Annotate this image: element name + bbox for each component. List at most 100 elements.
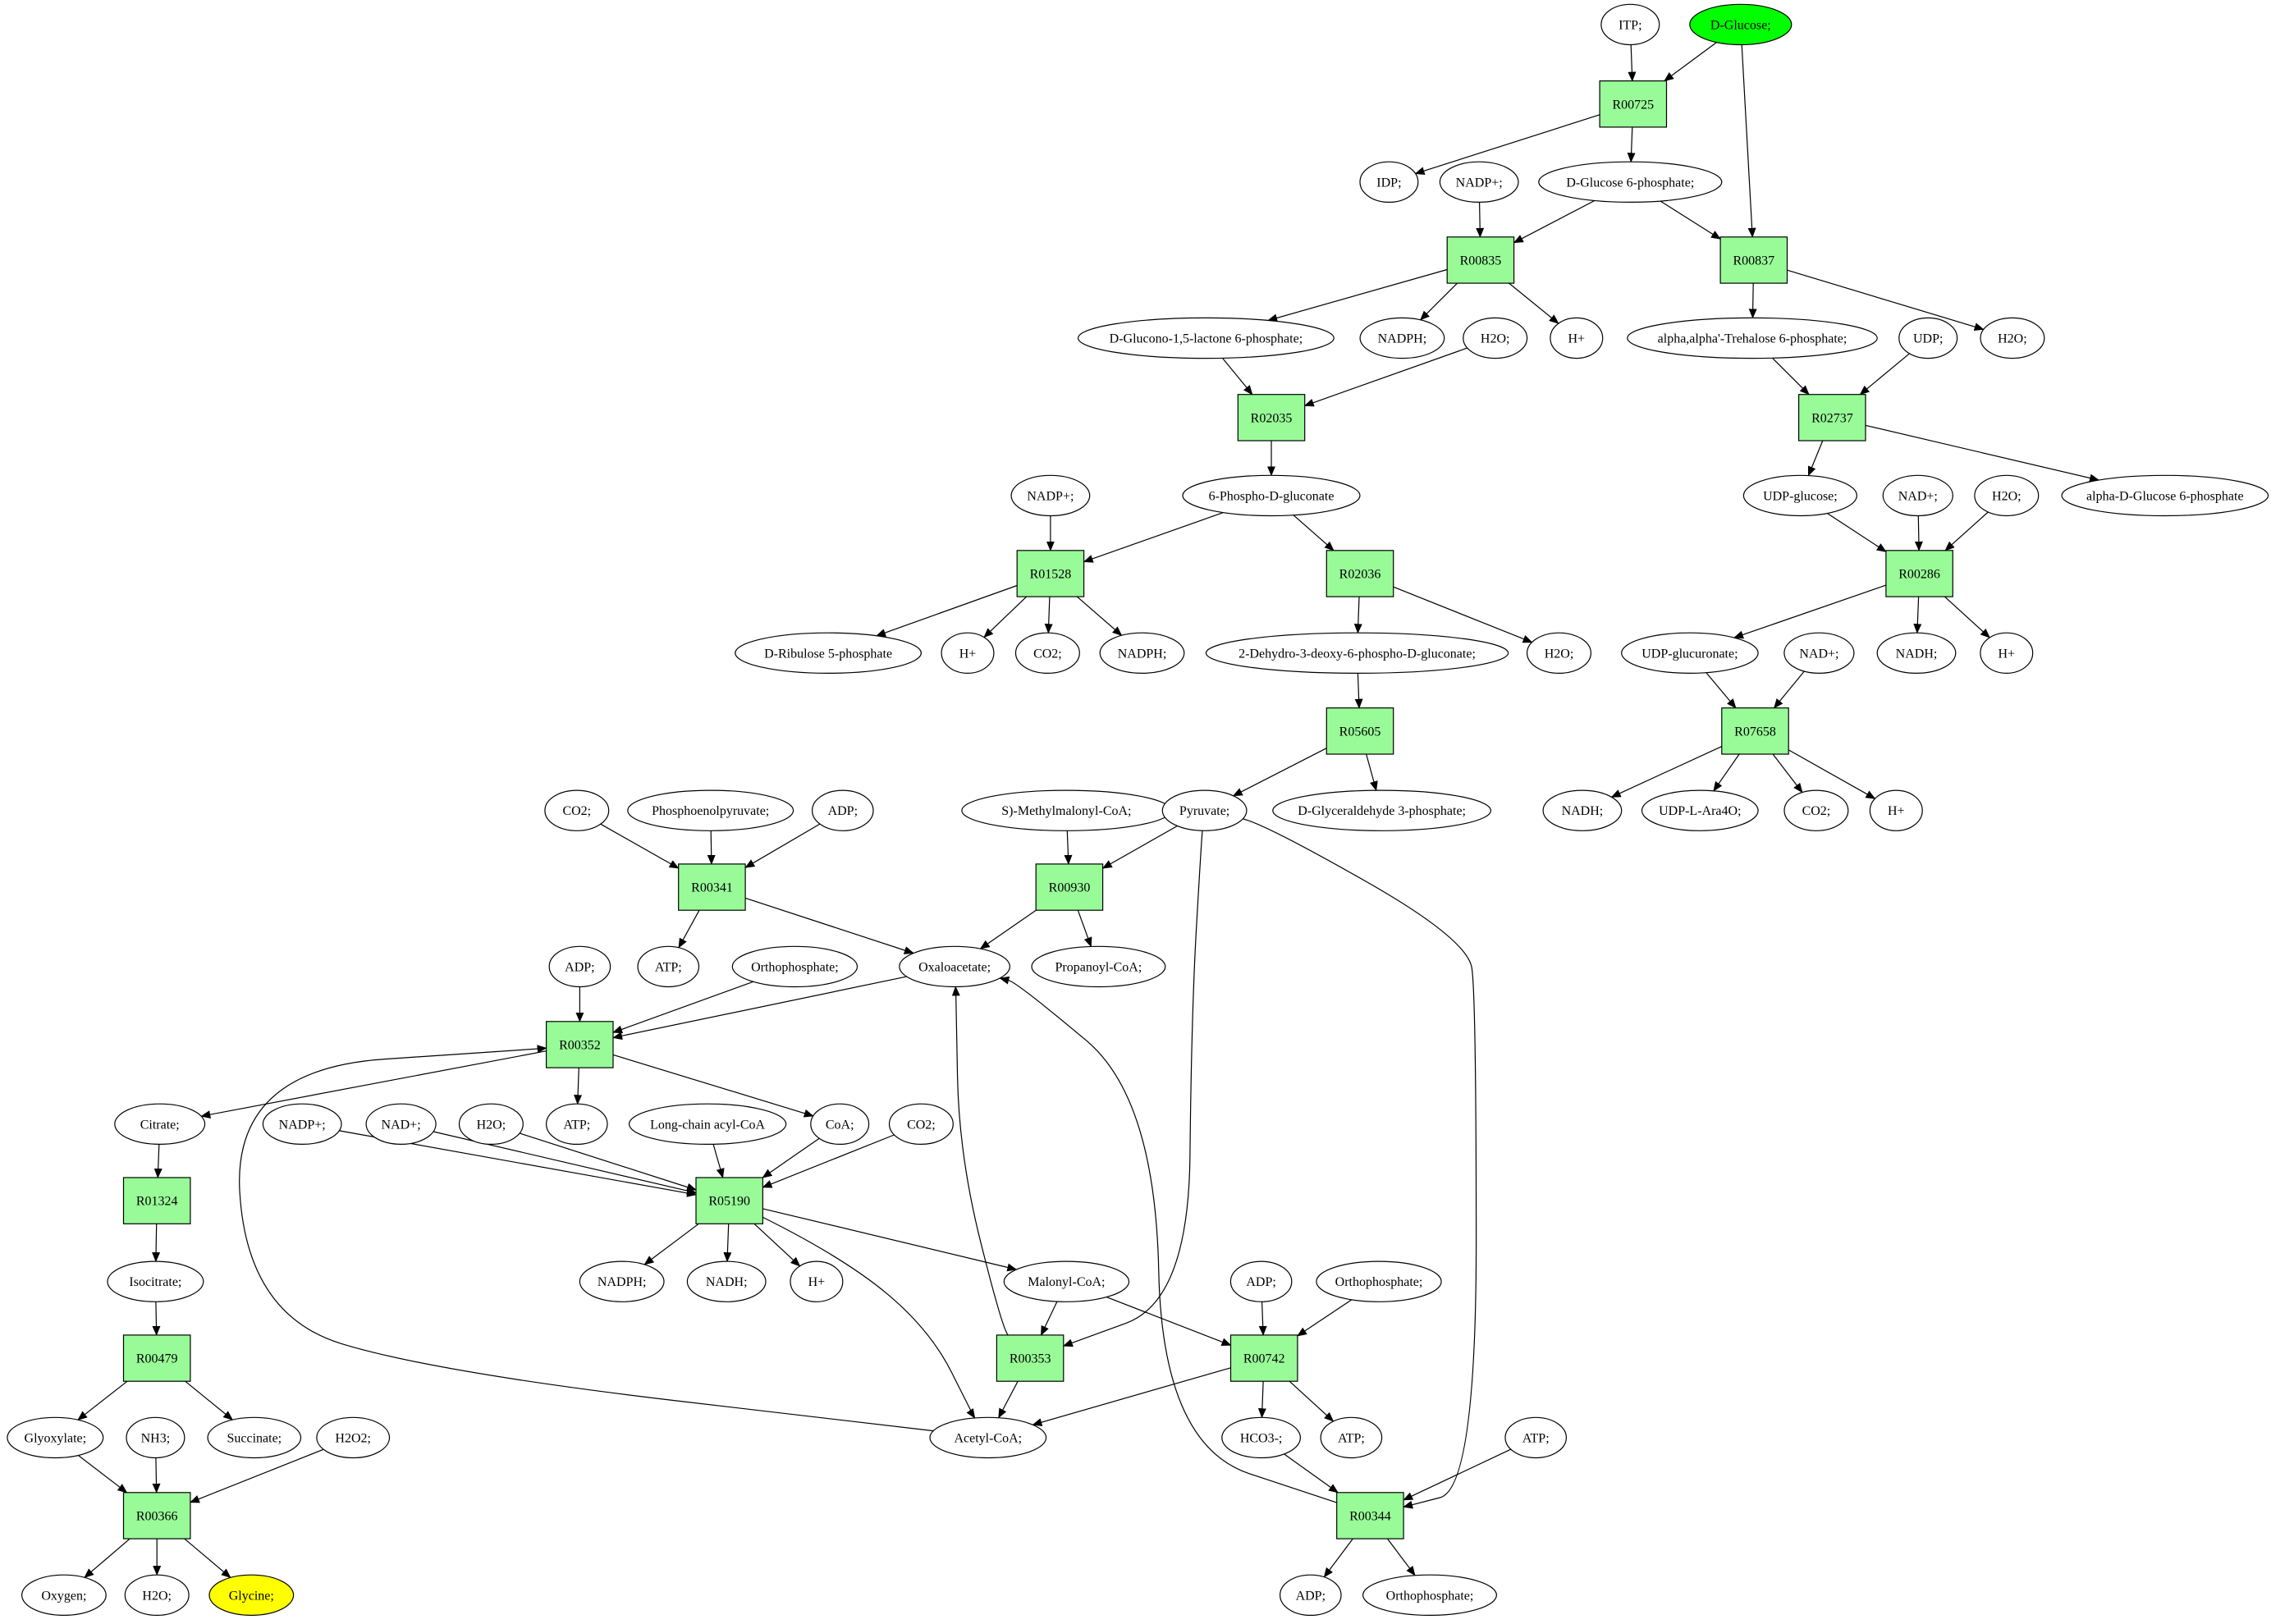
compound-node-c-kdpg[interactable]: 2-Dehydro-3-deoxy-6-phospho-D-gluconate; <box>1205 632 1509 675</box>
compound-node-c-h-d[interactable]: H+ <box>1869 789 1923 831</box>
compound-ellipse[interactable] <box>1221 1416 1301 1459</box>
compound-ellipse[interactable] <box>1689 3 1793 46</box>
compound-node-c-atp-a[interactable]: ATP; <box>637 945 700 988</box>
compound-node-c-lcacoa[interactable]: Long-chain acyl-CoA <box>628 1103 787 1146</box>
compound-node-c-propcoa[interactable]: Propanoyl-CoA; <box>1031 945 1166 988</box>
compound-ellipse[interactable] <box>207 1416 302 1459</box>
compound-node-c-adp-a[interactable]: ADP; <box>812 789 874 831</box>
reaction-box[interactable] <box>1336 1492 1404 1539</box>
compound-node-c-accoa[interactable]: Acetyl-CoA; <box>929 1416 1047 1459</box>
compound-ellipse[interactable] <box>107 1260 204 1302</box>
compound-node-c-g6p[interactable]: D-Glucose 6-phosphate; <box>1538 161 1723 203</box>
compound-ellipse[interactable] <box>1463 317 1528 359</box>
compound-node-c-itp[interactable]: ITP; <box>1600 3 1660 46</box>
compound-ellipse[interactable] <box>1014 632 1080 675</box>
compound-node-c-co2-b[interactable]: CO2; <box>544 789 610 831</box>
compound-node-c-atp-c[interactable]: ATP; <box>1320 1416 1383 1459</box>
compound-node-c-idp[interactable]: IDP; <box>1359 161 1419 203</box>
compound-ellipse[interactable] <box>812 789 874 831</box>
reaction-box[interactable] <box>122 1177 191 1224</box>
reaction-box[interactable] <box>1719 236 1788 284</box>
reaction-node-r00341[interactable]: R00341 <box>678 863 746 911</box>
compound-node-c-nadph-a[interactable]: NADPH; <box>1359 317 1445 359</box>
compound-ellipse[interactable] <box>1359 317 1445 359</box>
compound-node-c-ribulose[interactable]: D-Ribulose 5-phosphate <box>735 632 922 675</box>
reaction-box[interactable] <box>678 863 746 911</box>
compound-ellipse[interactable] <box>1742 474 1857 517</box>
compound-ellipse[interactable] <box>1272 789 1491 831</box>
compound-ellipse[interactable] <box>579 1260 665 1302</box>
reaction-box[interactable] <box>695 1177 764 1224</box>
compound-ellipse[interactable] <box>1621 632 1759 675</box>
compound-node-c-nadph-c[interactable]: NADPH; <box>579 1260 665 1302</box>
compound-ellipse[interactable] <box>941 632 995 675</box>
compound-ellipse[interactable] <box>126 1416 185 1459</box>
compound-ellipse[interactable] <box>21 1574 107 1617</box>
compound-ellipse[interactable] <box>1980 632 2034 675</box>
compound-node-c-udp[interactable]: UDP; <box>1898 317 1958 359</box>
reaction-node-r00344[interactable]: R00344 <box>1336 1492 1404 1539</box>
reaction-box[interactable] <box>122 1492 191 1539</box>
compound-ellipse[interactable] <box>790 1260 844 1302</box>
compound-ellipse[interactable] <box>899 945 1010 988</box>
reaction-node-r00352[interactable]: R00352 <box>545 1021 614 1068</box>
compound-node-c-pi-a[interactable]: Orthophosphate; <box>731 945 858 988</box>
compound-ellipse[interactable] <box>1627 317 1878 359</box>
reaction-node-r07658[interactable]: R07658 <box>1721 707 1789 755</box>
compound-node-c-malcoa[interactable]: Malonyl-CoA; <box>1003 1260 1130 1302</box>
reaction-node-r02036[interactable]: R02036 <box>1326 550 1394 597</box>
reaction-box[interactable] <box>1237 394 1306 441</box>
reaction-node-r02737[interactable]: R02737 <box>1798 394 1866 441</box>
compound-ellipse[interactable] <box>731 945 858 988</box>
compound-ellipse[interactable] <box>1031 945 1166 988</box>
reaction-box[interactable] <box>1599 80 1668 128</box>
compound-node-c-udpara[interactable]: UDP-L-Ara4O; <box>1641 789 1759 831</box>
compound-node-c-hco3[interactable]: HCO3-; <box>1221 1416 1301 1459</box>
compound-node-c-h-b[interactable]: H+ <box>941 632 995 675</box>
compound-node-c-nad-a[interactable]: NAD+; <box>1882 474 1953 517</box>
compound-ellipse[interactable] <box>1974 474 2040 517</box>
compound-ellipse[interactable] <box>637 945 700 988</box>
compound-node-c-nad-c[interactable]: NAD+; <box>365 1103 437 1146</box>
reaction-node-r00366[interactable]: R00366 <box>122 1492 191 1539</box>
compound-ellipse[interactable] <box>1526 632 1591 675</box>
reaction-node-r05605[interactable]: R05605 <box>1326 707 1394 755</box>
reaction-node-r00286[interactable]: R00286 <box>1885 550 1953 597</box>
compound-node-c-6pg[interactable]: 6-Phospho-D-gluconate <box>1182 474 1361 517</box>
compound-ellipse[interactable] <box>1280 1574 1342 1617</box>
compound-node-c-co2-d[interactable]: CO2; <box>888 1103 954 1146</box>
compound-ellipse[interactable] <box>1538 161 1723 203</box>
reaction-node-r00742[interactable]: R00742 <box>1229 1334 1298 1382</box>
compound-node-c-trehalose[interactable]: alpha,alpha'-Trehalose 6-phosphate; <box>1627 317 1878 359</box>
compound-node-c-pep[interactable]: Phosphoenolpyruvate; <box>627 789 794 831</box>
compound-ellipse[interactable] <box>544 789 610 831</box>
compound-node-c-co2-c[interactable]: CO2; <box>1783 789 1849 831</box>
compound-ellipse[interactable] <box>7 1416 104 1459</box>
compound-node-c-nadh-a[interactable]: NADH; <box>1876 632 1957 675</box>
reaction-box[interactable] <box>122 1334 191 1382</box>
compound-ellipse[interactable] <box>365 1103 437 1146</box>
compound-node-c-h2o-b[interactable]: H2O; <box>1980 317 2045 359</box>
compound-node-c-pi-c[interactable]: Orthophosphate; <box>1362 1574 1497 1617</box>
compound-node-c-h2o-f[interactable]: H2O; <box>124 1574 190 1617</box>
compound-node-c-atp-d[interactable]: ATP; <box>1504 1416 1568 1459</box>
compound-ellipse[interactable] <box>1182 474 1361 517</box>
compound-node-c-nadph-b[interactable]: NADPH; <box>1099 632 1185 675</box>
compound-node-c-udpglcA[interactable]: UDP-glucuronate; <box>1621 632 1759 675</box>
compound-node-c-udpglc[interactable]: UDP-glucose; <box>1742 474 1857 517</box>
compound-ellipse[interactable] <box>114 1103 206 1146</box>
reaction-box[interactable] <box>545 1021 614 1068</box>
compound-node-c-co2-a[interactable]: CO2; <box>1014 632 1080 675</box>
reaction-node-r00479[interactable]: R00479 <box>122 1334 191 1382</box>
reaction-node-r01528[interactable]: R01528 <box>1016 550 1085 597</box>
compound-node-c-h2o-c[interactable]: H2O; <box>1974 474 2040 517</box>
compound-node-c-pyruvate[interactable]: Pyruvate; <box>1161 789 1248 831</box>
reaction-box[interactable] <box>1721 707 1789 755</box>
reaction-box[interactable] <box>1885 550 1953 597</box>
compound-node-c-adp-c[interactable]: ADP; <box>1229 1260 1293 1302</box>
compound-ellipse[interactable] <box>1010 474 1091 517</box>
compound-ellipse[interactable] <box>1600 3 1660 46</box>
compound-node-c-adp-d[interactable]: ADP; <box>1280 1574 1342 1617</box>
compound-node-c-glucono[interactable]: D-Glucono-1,5-lactone 6-phosphate; <box>1077 317 1335 359</box>
compound-node-c-oaa[interactable]: Oxaloacetate; <box>899 945 1010 988</box>
